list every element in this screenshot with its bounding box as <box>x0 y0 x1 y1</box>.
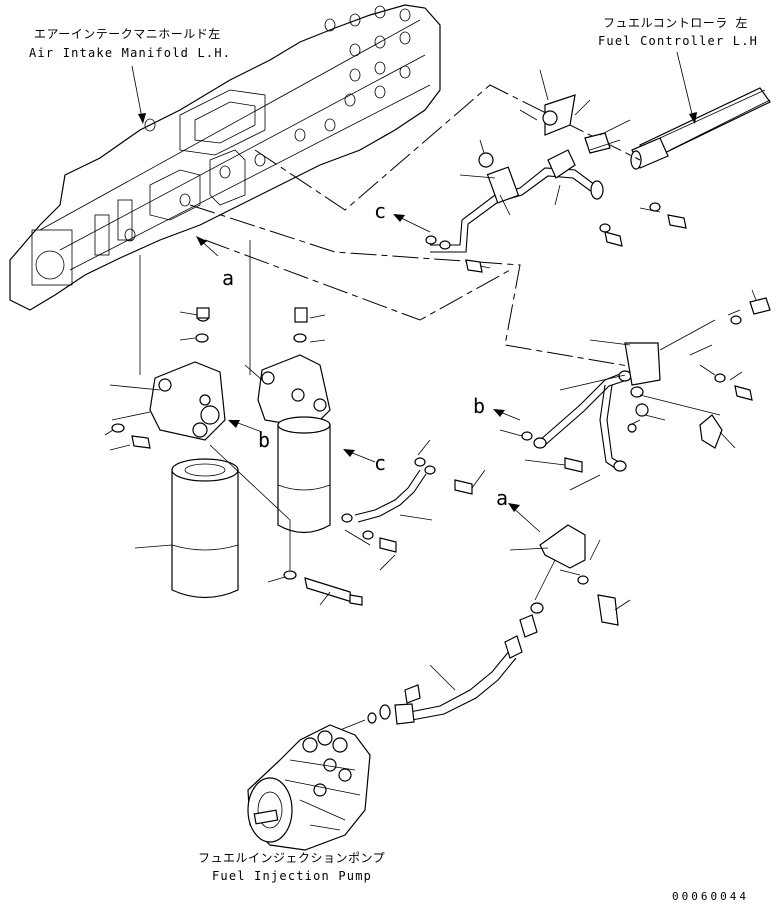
reference-arrow-c-upper: c <box>374 199 431 233</box>
right-bolts <box>699 289 771 401</box>
reference-arrow-a-upper: a <box>196 236 234 290</box>
long-bolt-lower <box>209 444 363 606</box>
lower-bracket <box>509 524 631 626</box>
fuel-filter-head-left <box>104 307 226 451</box>
reference-arrow-c-lower: c <box>343 449 386 475</box>
fuel-filter-head-right <box>244 307 331 534</box>
fuel-filter-cartridge-left <box>134 458 239 599</box>
fuel-controller-en-label: Fuel Controller L.H <box>598 34 758 48</box>
fuel-injection-pump <box>247 724 371 851</box>
ref-letter-a-upper: a <box>222 266 234 290</box>
reference-arrow-b-left: b <box>228 419 270 452</box>
right-fuel-line <box>499 289 771 491</box>
ref-letter-b-right: b <box>473 394 485 418</box>
manifold-bolt-holes <box>35 5 411 280</box>
label-leaders <box>131 51 697 124</box>
reference-arrow-b-right: b <box>473 394 521 421</box>
ref-letter-b-left: b <box>258 428 270 452</box>
fuel-controller <box>630 87 771 170</box>
fuel-injection-pump-en-label: Fuel Injection Pump <box>212 869 372 883</box>
upper-line-fasteners <box>425 139 687 273</box>
ref-letter-c-lower: c <box>374 451 386 475</box>
air-intake-manifold <box>9 4 441 311</box>
middle-fuel-line <box>341 439 486 571</box>
injection-pump-hose <box>339 602 544 731</box>
ref-letter-c-upper: c <box>374 199 386 223</box>
label-fuel-injection-pump: フュエルインジェクションポンプ Fuel Injection Pump <box>198 851 385 883</box>
air-intake-manifold-jp-label: エアーインテークマニホールド左 <box>34 26 221 41</box>
label-fuel-controller: フュエルコントローラ 左 Fuel Controller L.H <box>598 15 758 48</box>
fuel-controller-jp-label: フュエルコントローラ 左 <box>603 15 748 30</box>
upper-fuel-line: c <box>374 69 687 273</box>
ref-letter-a-lower: a <box>496 486 508 510</box>
air-intake-manifold-en-label: Air Intake Manifold L.H. <box>29 46 231 60</box>
reference-arrow-a-lower: a <box>496 486 541 533</box>
fuel-injection-pump-jp-label: フュエルインジェクションポンプ <box>198 851 385 865</box>
label-air-intake-manifold: エアーインテークマニホールド左 Air Intake Manifold L.H. <box>29 26 231 60</box>
drawing-part-number: 00060044 <box>672 890 749 903</box>
